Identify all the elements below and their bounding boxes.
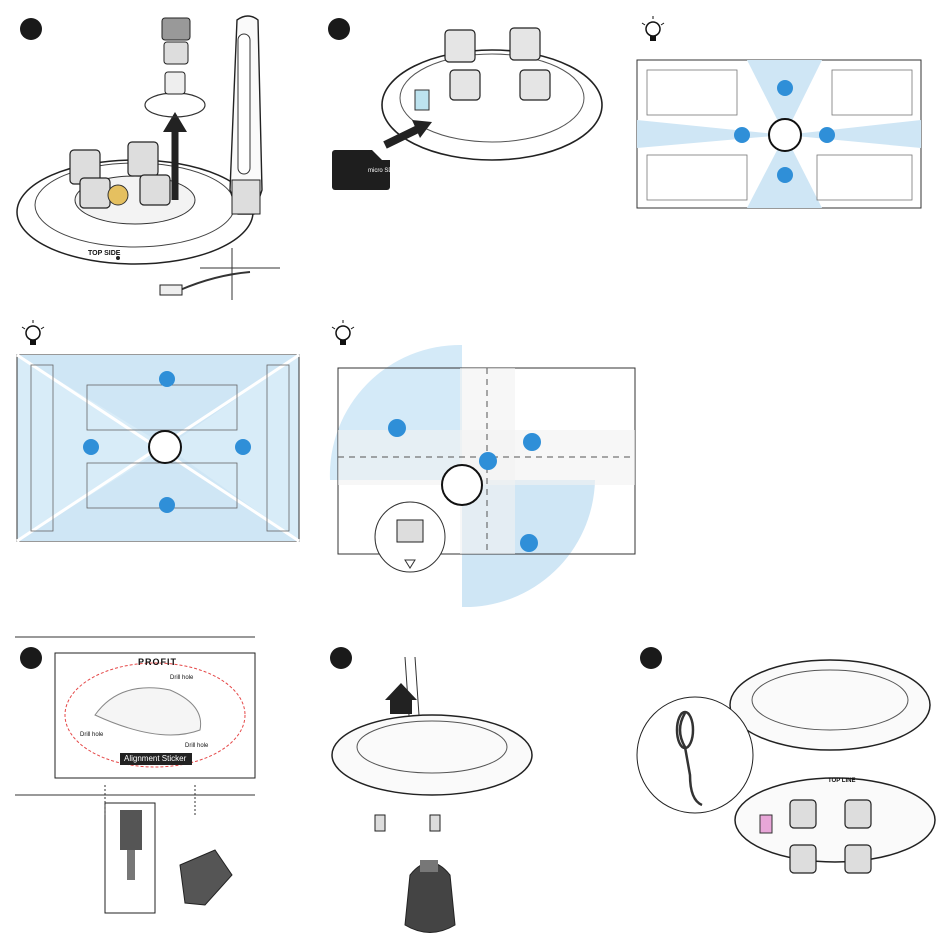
- drill-hole-label-left: Drill hole: [80, 732, 103, 738]
- drill-hole-label-right: Drill hole: [185, 743, 208, 749]
- sd-card-label: micro SD HC: [368, 168, 403, 174]
- alignment-sticker-label: Alignment Sticker: [124, 754, 186, 763]
- base-line-label: TOP LINE: [828, 778, 855, 784]
- panel-step-3: PROFIT Drill hole Drill hole Drill hole …: [10, 635, 260, 920]
- drill-hole-label-top: Drill hole: [170, 675, 193, 681]
- panel-step-2: micro SD HC: [320, 0, 630, 310]
- base-side-label: TOP SIDE: [88, 250, 120, 257]
- step-2-illustration: [320, 0, 630, 200]
- panel-step-1: TOP SIDE: [0, 0, 310, 310]
- step-1-illustration: [0, 0, 310, 310]
- panel-step-4: [320, 635, 620, 945]
- panel-tip-parking: [15, 315, 315, 550]
- lightbulb-icon: [19, 319, 47, 347]
- panel-tip-intersection: [325, 315, 645, 610]
- sticker-brand: PROFIT: [138, 657, 177, 667]
- intersection-coverage-map: [325, 315, 645, 610]
- parking-coverage-map: [17, 355, 301, 543]
- step-5-illustration: [630, 635, 945, 945]
- step-4-illustration: [320, 635, 620, 945]
- lightbulb-icon: [639, 15, 667, 43]
- step-3-illustration: [10, 635, 260, 920]
- panel-step-5: TOP LINE: [630, 635, 945, 945]
- office-coverage-map: [637, 60, 923, 210]
- panel-tip-office: [635, 15, 935, 215]
